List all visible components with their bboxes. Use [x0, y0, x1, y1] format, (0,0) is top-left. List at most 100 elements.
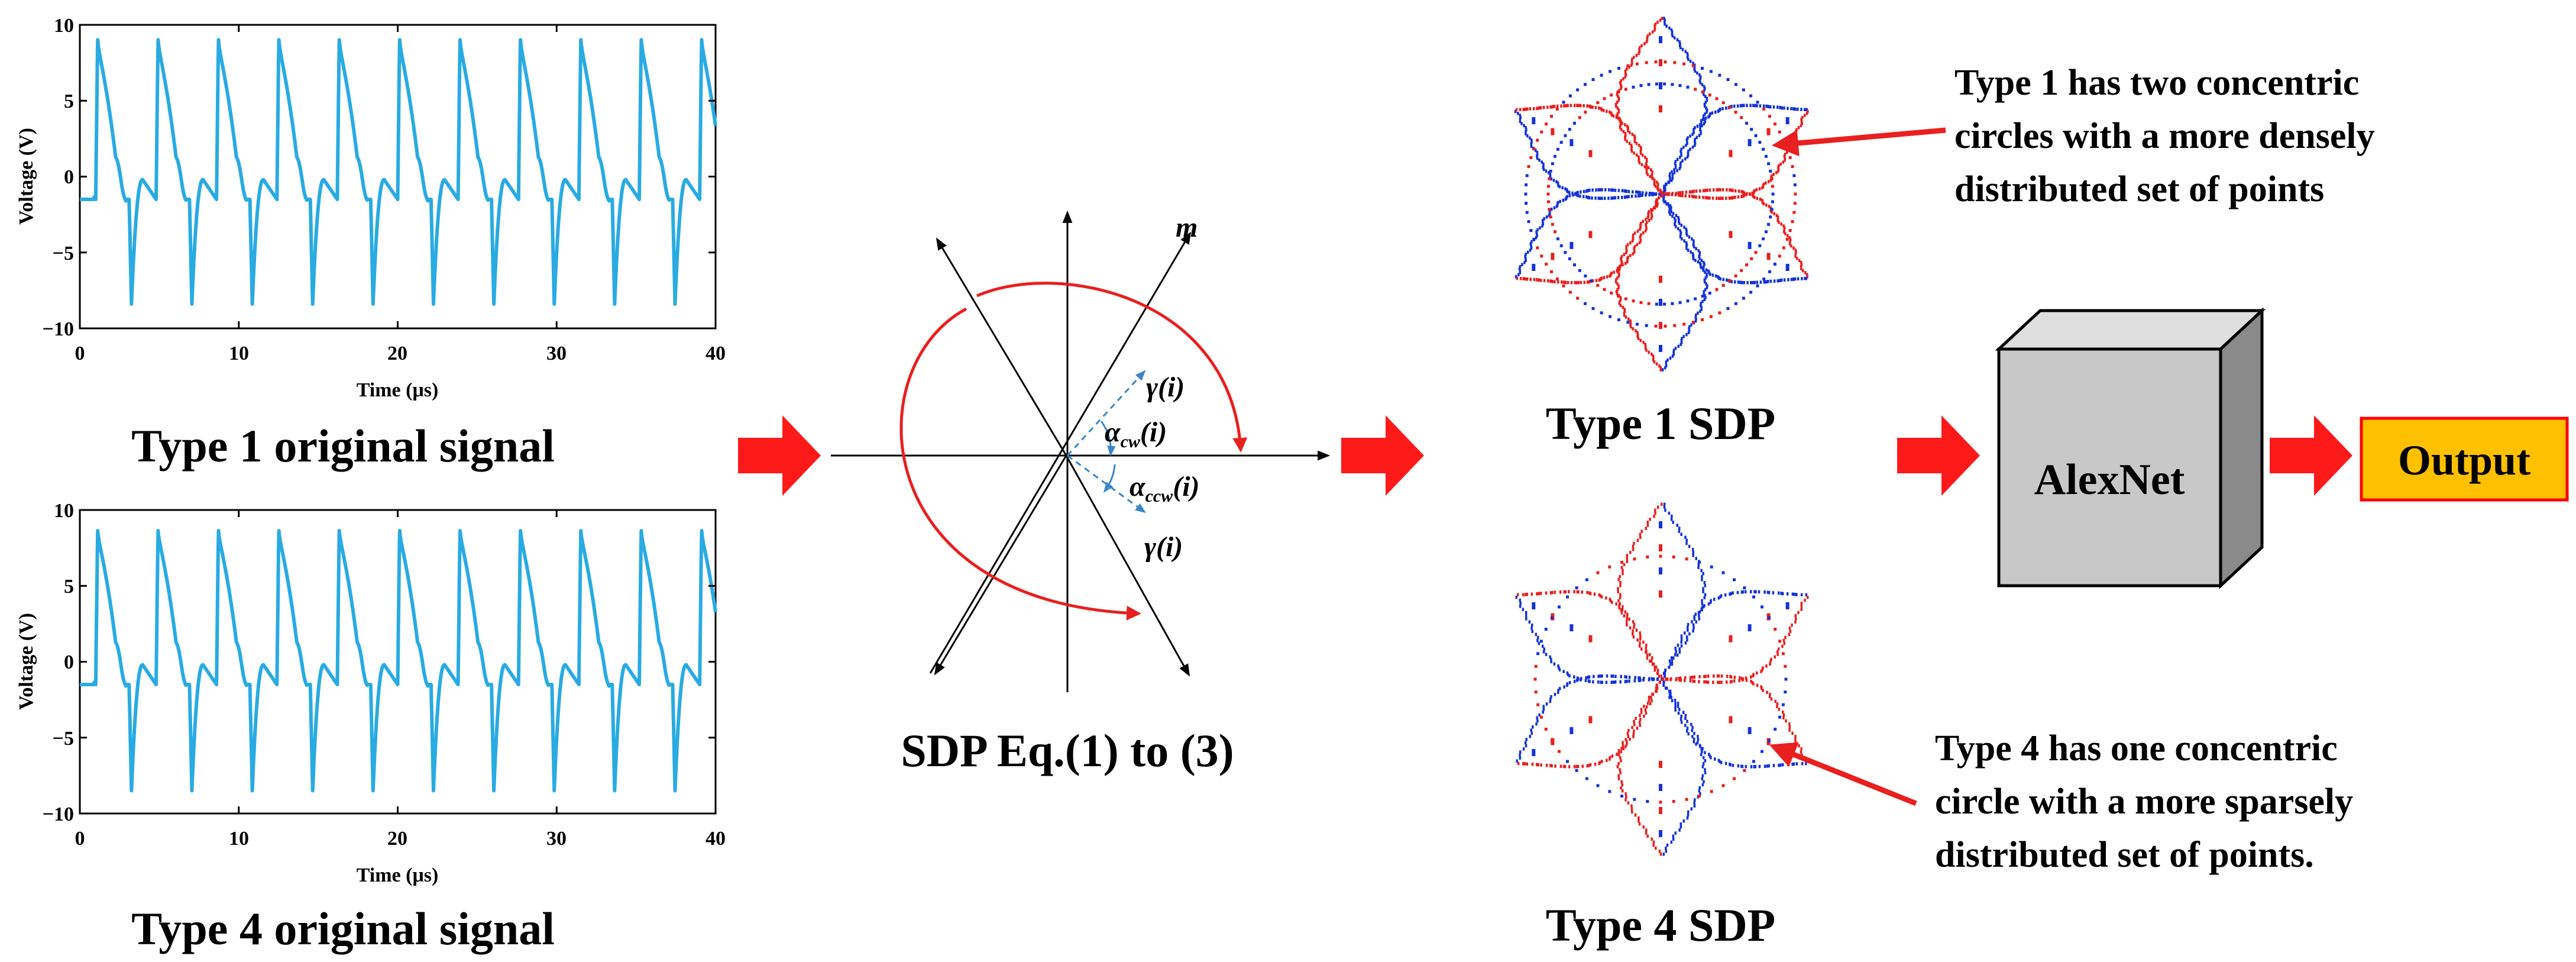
sdp-inner-point: [1659, 82, 1662, 89]
y-tick-label: 0: [64, 651, 74, 673]
sdp-ring-point: [1540, 130, 1543, 134]
sdp-ring-point: [1525, 202, 1528, 205]
sdp-ring-point: [1752, 595, 1755, 599]
alexnet-block: AlexNet: [1995, 307, 2266, 589]
sdp-ring-point: [1709, 315, 1713, 318]
annotation-type4: Type 4 has one concentric circle with a …: [1769, 728, 2353, 875]
sdp-ring-point: [1765, 230, 1768, 234]
sdp-ring-point: [1568, 128, 1571, 131]
sdp-ring-point: [1647, 83, 1651, 86]
sdp-ring-point: [1778, 640, 1782, 643]
sdp-petal-edge: [1614, 17, 1664, 196]
sdp-ring-point: [1734, 111, 1737, 114]
sdp-ring-point: [1749, 290, 1753, 294]
sdp-ring-point: [1784, 677, 1788, 681]
sdp-ring-point: [1550, 270, 1553, 273]
sdp-ring-point: [1562, 101, 1565, 104]
sdp-ring-point: [1545, 122, 1548, 126]
sdp-ring-point: [1745, 121, 1748, 125]
sdp-ring-point: [1756, 284, 1759, 288]
y-tick-label: 5: [64, 91, 74, 112]
sdp-ring-point: [1564, 134, 1567, 137]
sdp-ring-point: [1568, 257, 1571, 260]
sdp-ring-point: [1762, 237, 1765, 241]
sdp-ring-point: [1596, 784, 1600, 787]
x-tick-label: 0: [75, 343, 85, 364]
annotation-line: distributed set of points: [1954, 169, 2324, 209]
output-box: [2360, 417, 2569, 502]
sdp-ring-point: [1626, 64, 1630, 67]
sdp-ring-point: [1750, 257, 1753, 260]
sdp-ring-point: [1784, 690, 1787, 694]
y-tick-label: −10: [43, 803, 74, 825]
sdp-ring-point: [1778, 130, 1781, 134]
sdp-inner-point: [1659, 322, 1662, 329]
sdp-ring-point: [1596, 571, 1600, 574]
sdp-caption-type4: Type 4 SDP: [1546, 899, 1776, 951]
sdp-ring-point: [1624, 297, 1627, 301]
sdp-ring-point: [1547, 185, 1550, 188]
sdp-inner-point: [1747, 624, 1752, 632]
sdp-ring-point: [1559, 141, 1563, 144]
sdp-ring-point: [1767, 222, 1771, 226]
sdp-ring-point: [1617, 318, 1620, 321]
sdp-ring-point: [1793, 183, 1797, 186]
sdp-ring-point: [1558, 605, 1561, 609]
sdp-inner-point: [1659, 807, 1662, 814]
alexnet-side-face: [2219, 307, 2264, 589]
sdp-ring-point: [1698, 560, 1701, 564]
sdp-ring-point: [1691, 64, 1695, 67]
sdp-inner-point: [1659, 299, 1662, 306]
sdp-ring-point: [1774, 628, 1777, 631]
sdp-ring-point: [1547, 200, 1550, 204]
sdp-inner-point: [1729, 231, 1733, 238]
sdp-pattern-type1: [1514, 17, 1809, 372]
sdp-ring-point: [1742, 296, 1745, 300]
sdp-ring-point: [1715, 288, 1719, 291]
sdp-ring-point: [1765, 154, 1768, 158]
sdp-ring-point: [1608, 565, 1611, 569]
sdp-ring-point: [1617, 295, 1620, 298]
sdp-ring-point: [1740, 116, 1743, 120]
sdp-ring-point: [1715, 97, 1719, 101]
sdp-ring-point: [1573, 263, 1576, 267]
sdp-ring-point: [1682, 62, 1686, 66]
axis-line: [936, 237, 1067, 456]
sdp-ring-point: [1673, 61, 1677, 64]
sdp-ring-point: [1654, 60, 1658, 64]
tick-marks: [79, 509, 717, 815]
sdp-ring-point: [1548, 177, 1551, 180]
sdp-ring-point: [1540, 254, 1543, 258]
sdp-ring-point: [1682, 322, 1686, 326]
annotation-line: Type 4 has one concentric: [1935, 728, 2338, 769]
sdp-ring-point: [1525, 211, 1529, 214]
sdp-ring-point: [1585, 777, 1588, 780]
alpha-ccw-arc: [1103, 464, 1116, 493]
sdp-ring-point: [1664, 324, 1667, 328]
sdp-ring-point: [1771, 192, 1775, 196]
sdp-ring-point: [1671, 302, 1674, 305]
sdp-inner-point: [1659, 544, 1662, 551]
sdp-inner-point: [1785, 117, 1789, 124]
sdp-inner-point: [1588, 635, 1593, 643]
sdp-ring-point: [1774, 728, 1777, 731]
alexnet-front-face: [1997, 347, 2222, 587]
sdp-ring-point: [1600, 311, 1603, 315]
sdp-ring-point: [1778, 254, 1781, 258]
sdp-ring-point: [1761, 750, 1763, 753]
flow-arrow: [2270, 415, 2352, 496]
sdp-ring-point: [1686, 85, 1690, 89]
sdp-ring-point: [1691, 321, 1695, 324]
sdp-ring-point: [1632, 85, 1635, 89]
sdp-ring-point: [1733, 578, 1736, 582]
sdp-ring-point: [1678, 84, 1682, 88]
x-tick-label: 0: [75, 828, 85, 850]
sdp-ring-point: [1768, 270, 1771, 273]
sdp-ring-point: [1728, 279, 1732, 283]
sdp-ring-point: [1575, 586, 1578, 590]
sdp-caption: SDP Eq.(1) to (3): [901, 725, 1234, 776]
sdp-ring-point: [1709, 70, 1713, 73]
sdp-ring-point: [1603, 288, 1606, 291]
axis-line: [1065, 455, 1190, 677]
sdp-ring-point: [1556, 237, 1559, 241]
